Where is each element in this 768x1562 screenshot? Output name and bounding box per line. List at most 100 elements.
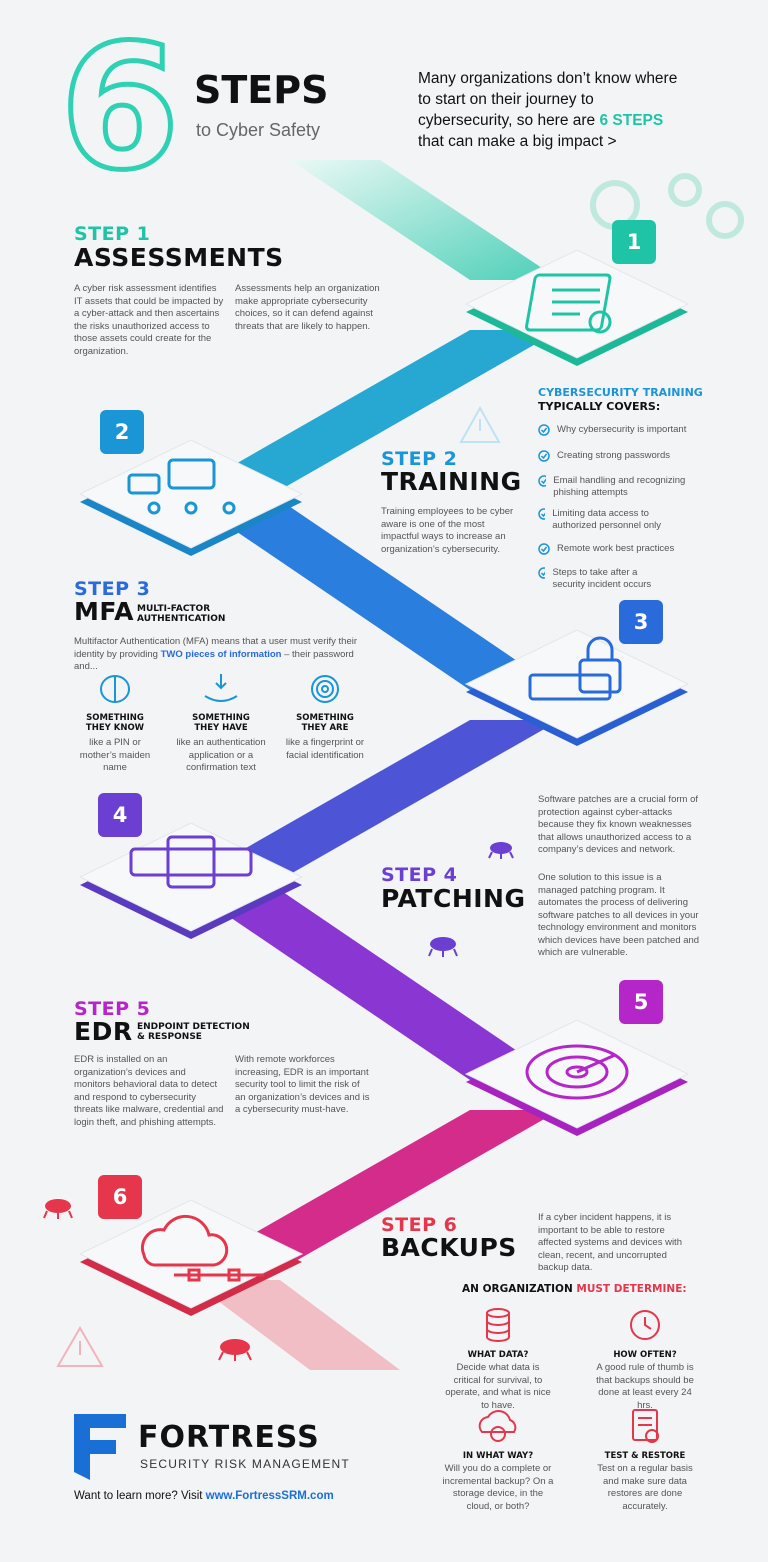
mfa-factor-desc: like an authentication application or a … [176, 737, 266, 773]
training-item-text: Why cybersecurity is important [557, 424, 687, 435]
footer-cta-text: Want to learn more? Visit [74, 1490, 206, 1502]
database-icon [486, 1308, 510, 1342]
determine-item: TEST & RESTORE Test on a regular basis a… [590, 1406, 700, 1513]
training-item: Steps to take after a security incident … [538, 567, 668, 591]
header-subtitle: to Cyber Safety [196, 120, 321, 140]
bug-icon [428, 937, 458, 957]
step4-tile [74, 822, 309, 958]
step2-title: TRAINING [381, 467, 522, 496]
mfa-factor-desc: like a fingerprint or facial identificat… [285, 737, 365, 761]
step3-tile-shape [464, 629, 690, 746]
footer-website-link[interactable]: www.FortressSRM.com [205, 1490, 334, 1502]
determine-item-desc: Decide what data is critical for surviva… [445, 1362, 551, 1411]
footer-brand-sub: SECURITY RISK MANAGEMENT [140, 1457, 350, 1471]
step6-text: If a cyber incident happens, it is impor… [538, 1212, 682, 1273]
fingerprint-icon [311, 675, 339, 703]
check-circle-icon [538, 508, 546, 520]
mfa-factor-title-2: THEY KNOW [85, 723, 145, 733]
step5-label: STEP 5 [74, 998, 151, 1020]
header-steps: STEPS [194, 68, 329, 112]
determine-item-title: TEST & RESTORE [604, 1451, 686, 1461]
step5-subtitle-2: & RESPONSE [137, 1032, 202, 1042]
mfa-factor-title-2: THEY ARE [301, 723, 349, 733]
step5-text-left: EDR is installed on an organization’s de… [74, 1054, 224, 1128]
step6-title: BACKUPS [381, 1233, 517, 1262]
ribbon-1-2 [190, 330, 560, 490]
determine-item: WHAT DATA? Decide what data is critical … [442, 1305, 554, 1412]
ribbon-2-3 [190, 500, 560, 690]
bug-icon [218, 1339, 252, 1361]
determine-item: HOW OFTEN? A good rule of thumb is that … [590, 1305, 700, 1412]
determine-heading-1: AN ORGANIZATION [462, 1283, 577, 1295]
fortress-logo-icon [74, 1414, 126, 1480]
checklist-clipboard-icon [525, 273, 612, 334]
training-heading-line2: TYPICALLY COVERS: [538, 400, 661, 413]
step2-tile [74, 439, 309, 575]
padlock-password-icon [528, 636, 622, 701]
cloud-sync-icon [478, 1410, 517, 1442]
cloud-network-icon [140, 1214, 264, 1282]
step5-subtitle: ENDPOINT DETECTION & RESPONSE [137, 1022, 250, 1042]
mfa-factor: SOMETHING THEY HAVE like an authenticati… [175, 672, 267, 775]
mfa-factor: SOMETHING THEY ARE like a fingerprint or… [280, 672, 370, 762]
step5-badge: 5 [619, 980, 663, 1024]
ribbon-6-out [190, 1280, 400, 1370]
step6-tile-shape [78, 1199, 304, 1316]
step3-text-2: – their password and... [74, 648, 354, 673]
check-circle-icon [538, 475, 547, 487]
step1-tile [460, 249, 695, 385]
determine-item: IN WHAT WAY? Will you do a complete or i… [442, 1406, 554, 1513]
training-item-text: Email handling and recognizing phishing … [553, 475, 686, 498]
step1-title: ASSESSMENTS [74, 243, 284, 272]
determine-heading: AN ORGANIZATION MUST DETERMINE: [462, 1283, 687, 1295]
step4-text2: One solution to this issue is a managed … [538, 872, 700, 958]
intro-text-1: Many organizations don’t know where to s… [418, 70, 678, 129]
mfa-factor: SOMETHING THEY KNOW like a PIN or mother… [70, 672, 160, 775]
step5-text-right: With remote workforces increasing, EDR i… [235, 1054, 370, 1115]
step3-subtitle-2: AUTHENTICATION [137, 614, 226, 624]
intro-text-2: that can make a big impact > [418, 133, 617, 150]
step3-subtitle-1: MULTI-FACTOR [137, 604, 211, 614]
training-item: Limiting data access to authorized perso… [538, 508, 678, 532]
warning-icon [459, 405, 501, 443]
check-circle-icon [538, 450, 550, 462]
determine-item-desc: A good rule of thumb is that backups sho… [596, 1362, 694, 1411]
step1-text-left: A cyber risk assessment identifies IT as… [74, 283, 224, 357]
step4-label: STEP 4 [381, 864, 458, 886]
training-item: Creating strong passwords [538, 450, 738, 462]
step1-text-right: Assessments help an organization make ap… [235, 283, 380, 332]
step2-badge: 2 [100, 410, 144, 454]
check-circle-icon [538, 567, 546, 579]
step5-tile [460, 1019, 695, 1155]
bug-icon [488, 842, 514, 859]
step3-text: Multifactor Authentication (MFA) means t… [74, 636, 364, 674]
training-item: Email handling and recognizing phishing … [538, 475, 698, 499]
step3-badge: 3 [619, 600, 663, 644]
step5-tile-shape [464, 1019, 690, 1136]
training-item: Remote work best practices [538, 543, 738, 555]
step6-label: STEP 6 [381, 1214, 458, 1236]
gears-decoration [590, 173, 744, 239]
step2-text: Training employees to be cyber aware is … [381, 506, 514, 555]
step2-tile-shape [78, 439, 304, 556]
step1-label: STEP 1 [74, 223, 151, 245]
training-heading-line1: CYBERSECURITY TRAINING [538, 386, 703, 399]
determine-item-desc: Will you do a complete or incremental ba… [442, 1463, 554, 1512]
mfa-factor-title-1: SOMETHING [86, 713, 144, 723]
determine-heading-highlight: MUST DETERMINE: [576, 1283, 687, 1295]
step3-tile [460, 629, 695, 765]
step4-text1: Software patches are a crucial form of p… [538, 794, 698, 855]
training-item-text: Remote work best practices [557, 543, 675, 554]
step4-tile-shape [78, 822, 304, 939]
step4-badge: 4 [98, 793, 142, 837]
mfa-factor-title-1: SOMETHING [192, 713, 250, 723]
training-item: Why cybersecurity is important [538, 424, 738, 436]
mfa-factor-title-1: SOMETHING [296, 713, 354, 723]
mfa-factor-title-2: THEY HAVE [194, 723, 248, 733]
bandage-icon [129, 835, 253, 889]
step3-text-1: Multifactor Authentication (MFA) means t… [74, 636, 358, 660]
step2-label: STEP 2 [381, 448, 458, 470]
determine-item-title: WHAT DATA? [467, 1350, 529, 1360]
